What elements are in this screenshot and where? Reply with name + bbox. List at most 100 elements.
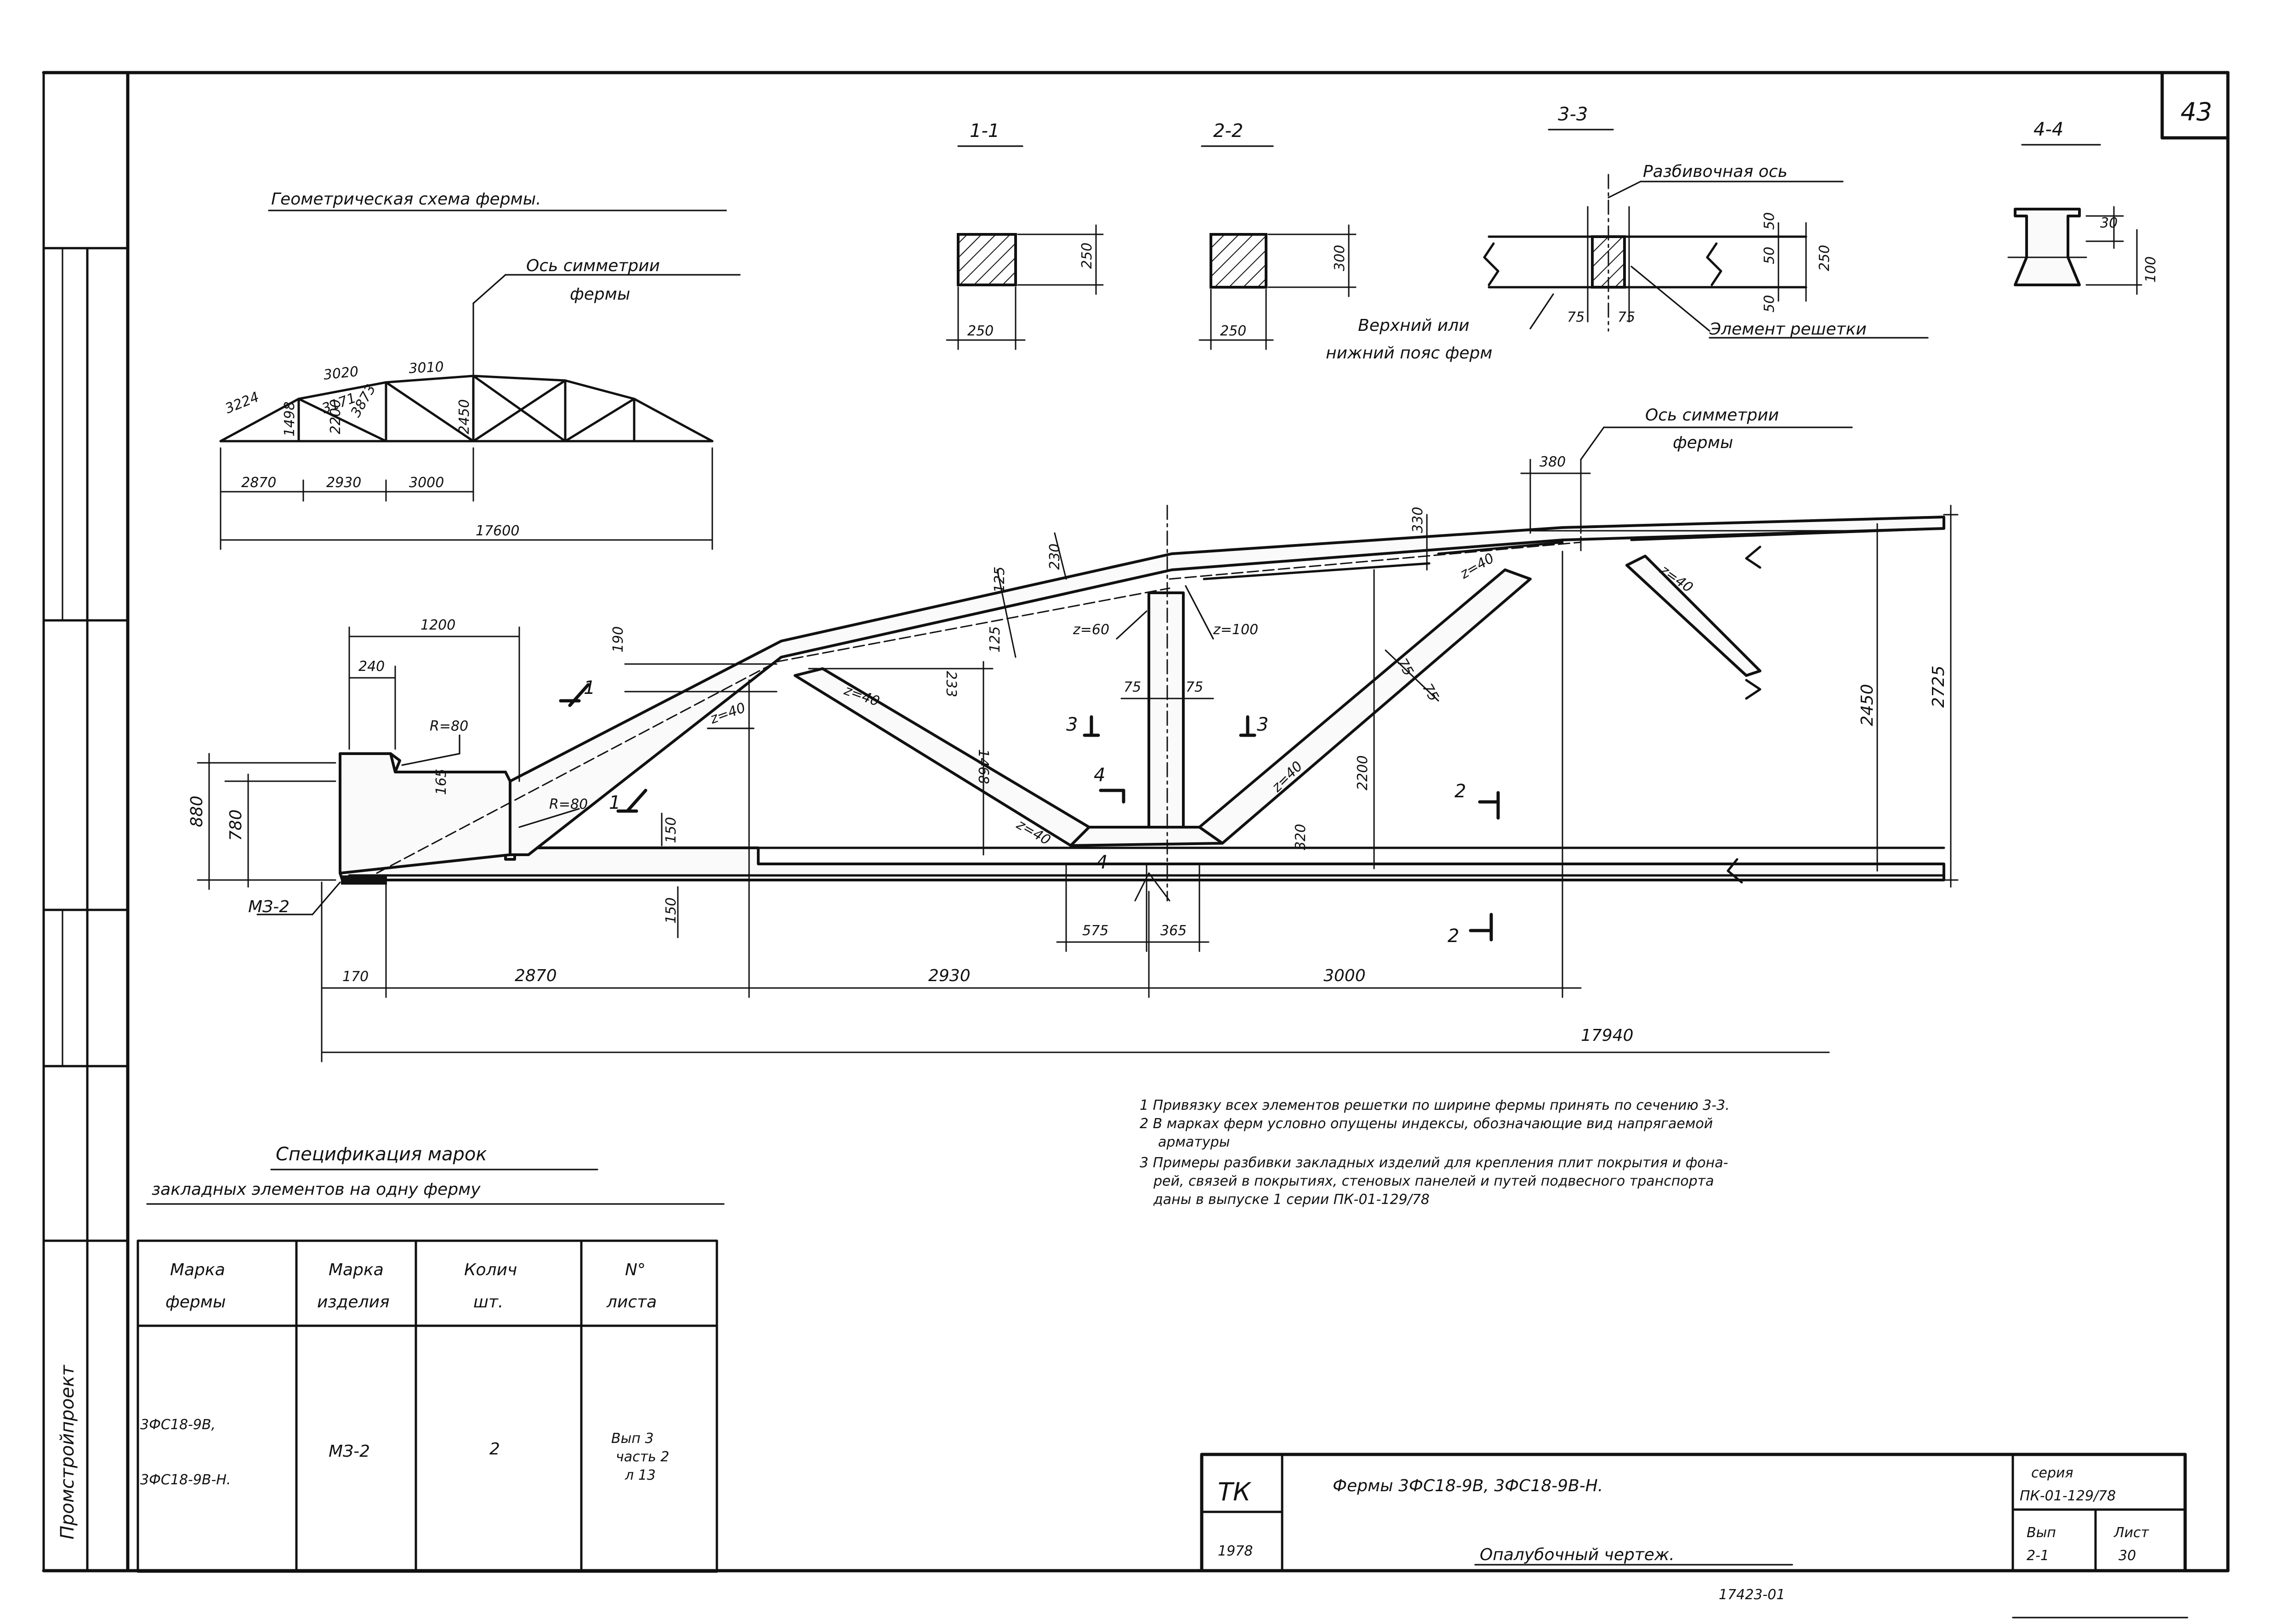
section-3-3-axis-label: Разбивочная ось [1643, 162, 1788, 181]
note-3-cont-2: даны в выпуске 1 серии ПК-01-129/78 [1153, 1192, 1430, 1208]
section-3-3-title: 3-3 [1558, 104, 1588, 125]
dim-1468: 1468 [975, 749, 991, 784]
drawing-line [776, 587, 1170, 663]
spec-title-1: Спецификация марок [276, 1144, 487, 1165]
title-name: Фермы 3ФС18-9В, 3ФС18-9В-Н. [1333, 1476, 1603, 1495]
drawing-line [1630, 527, 1945, 541]
spec-row-sheet-3: л 13 [625, 1467, 656, 1483]
title-block: ТК 1978 Фермы 3ФС18-9В, 3ФС18-9В-Н. Опал… [1200, 1453, 2188, 1618]
spec-header-qty-2: шт. [473, 1293, 503, 1312]
drawing-line [312, 881, 341, 915]
spec-header-qty-1: Колич [464, 1261, 517, 1279]
drawing-line [1116, 610, 1147, 640]
section-4-4-d30: 30 [2100, 215, 2118, 231]
scheme-h-1: 1498 [282, 402, 298, 437]
scheme-len-1: 3224 [223, 389, 261, 417]
dim-2725: 2725 [1929, 665, 1948, 708]
dim-190: 190 [610, 626, 626, 653]
cut-3-left: 3 [1066, 714, 1078, 735]
section-3-3-d75b: 75 [1618, 309, 1635, 325]
drawing-line [780, 592, 1068, 659]
scheme-panel-2: 2930 [326, 475, 361, 491]
drawing-line [1437, 541, 1564, 555]
cut-3-right: 3 [1257, 714, 1268, 735]
section-3-3-chord-label-2: нижний пояс ферм [1326, 344, 1493, 363]
drawing-line [1745, 679, 1761, 700]
section-3-3: 3-3 Разбивочная ось 50 50 50 250 75 75 В… [1326, 104, 1929, 363]
title-series-label: серия [2031, 1465, 2073, 1481]
sheet-number: 43 [2181, 97, 2212, 126]
side-stamp-text: Промстройпроект [57, 1364, 78, 1539]
drawing-line [1203, 562, 1431, 580]
dim-330: 330 [1410, 507, 1426, 533]
drawing-line [1170, 526, 1564, 555]
section-3-3-d50a: 50 [1761, 212, 1778, 230]
dim-125-b: 125 [987, 626, 1003, 653]
cut-1-top: 1 [584, 677, 595, 698]
scheme-title: Геометрическая схема фермы. [271, 190, 541, 209]
title-year: 1978 [1218, 1543, 1253, 1559]
section-1-1: 1-1 250 250 [946, 120, 1104, 350]
spec-row-sheet-1: Вып 3 [611, 1431, 654, 1447]
radius-z100: z=100 [1213, 622, 1258, 638]
note-1: 1 Привязку всех элементов решетки по шир… [1140, 1097, 1730, 1113]
drawing-line [385, 381, 475, 443]
drawing-line [527, 656, 783, 856]
cut-1-bottom: 1 [609, 792, 620, 813]
note-3-cont-1: рей, связей в покрытиях, стеновых панеле… [1153, 1173, 1714, 1189]
section-3-3-element-label: Элемент решетки [1709, 320, 1867, 339]
scheme-h-2: 2200 [328, 399, 344, 434]
section-1-1-profile [957, 233, 1017, 286]
title-issue: 2-1 [2027, 1548, 2049, 1564]
drawing-line [472, 379, 567, 443]
drawing-line [1706, 242, 1722, 286]
dim-780: 780 [227, 809, 245, 841]
truss-dimensions: Ось симметрии фермы 380 330 1200 240 880… [187, 406, 1959, 1062]
section-4-4: 4-4 30 100 [2007, 119, 2159, 295]
drawing-line [1580, 426, 1605, 460]
notes: 1 Привязку всех элементов решетки по шир… [1140, 1097, 1730, 1208]
scheme-len-3: 3010 [409, 359, 444, 377]
spec-row-truss-2: 3ФС18-9В-Н. [140, 1472, 231, 1488]
drawing-line [401, 753, 460, 766]
drawing-line [1727, 858, 1743, 884]
dim-2200: 2200 [1355, 755, 1371, 790]
dim-165: 165 [433, 769, 449, 795]
spec-header-item-1: Марка [329, 1261, 384, 1279]
dim-1200: 1200 [420, 617, 455, 633]
radius-r80-2: R=80 [549, 796, 588, 812]
truss-bottom-node [1069, 826, 1224, 847]
spec-header-sheet-1: N° [625, 1261, 646, 1279]
spec-header-truss-2: фермы [165, 1293, 226, 1312]
radius-r80-1: R=80 [430, 718, 468, 734]
note-2: 2 В марках ферм условно опущены индексы,… [1140, 1116, 1713, 1132]
cut-2-top: 2 [1454, 781, 1466, 802]
dim-75-a: 75 [1124, 679, 1141, 695]
truss-axis-label-2: фермы [1673, 433, 1733, 452]
spec-title-2: закладных элементов на одну ферму [152, 1180, 481, 1199]
cut-4-bottom: 4 [1096, 852, 1108, 873]
truss-axis-label-1: Ось симметрии [1645, 406, 1779, 425]
sheet-number-box: 43 [2160, 71, 2230, 140]
truss-diagonal-3 [1625, 555, 1761, 677]
drawing-line [1185, 585, 1214, 640]
spec-row-sheet-2: часть 2 [616, 1449, 669, 1465]
title-org: ТК [1218, 1477, 1252, 1506]
drawing-line [780, 552, 1173, 642]
title-sheet: 30 [2119, 1548, 2136, 1564]
embedded-mark-label: МЗ-2 [248, 897, 290, 916]
truss-diagonal-1 [794, 667, 1091, 847]
dim-233: 233 [943, 671, 959, 697]
drawing-line [2014, 208, 2081, 286]
truss-support-block [339, 752, 511, 874]
dim-240: 240 [358, 659, 385, 675]
dim-3000: 3000 [1323, 966, 1366, 985]
title-subtitle: Опалубочный чертеж. [1480, 1545, 1675, 1564]
dim-320: 320 [1293, 824, 1309, 850]
scheme-axis-label-2: фермы [570, 285, 630, 304]
dim-2870: 2870 [515, 966, 557, 985]
spec-header-item-2: изделия [317, 1293, 390, 1312]
section-cut-marks: 1 1 3 3 4 4 2 2 [559, 677, 1500, 947]
drawing-line [1745, 545, 1761, 569]
